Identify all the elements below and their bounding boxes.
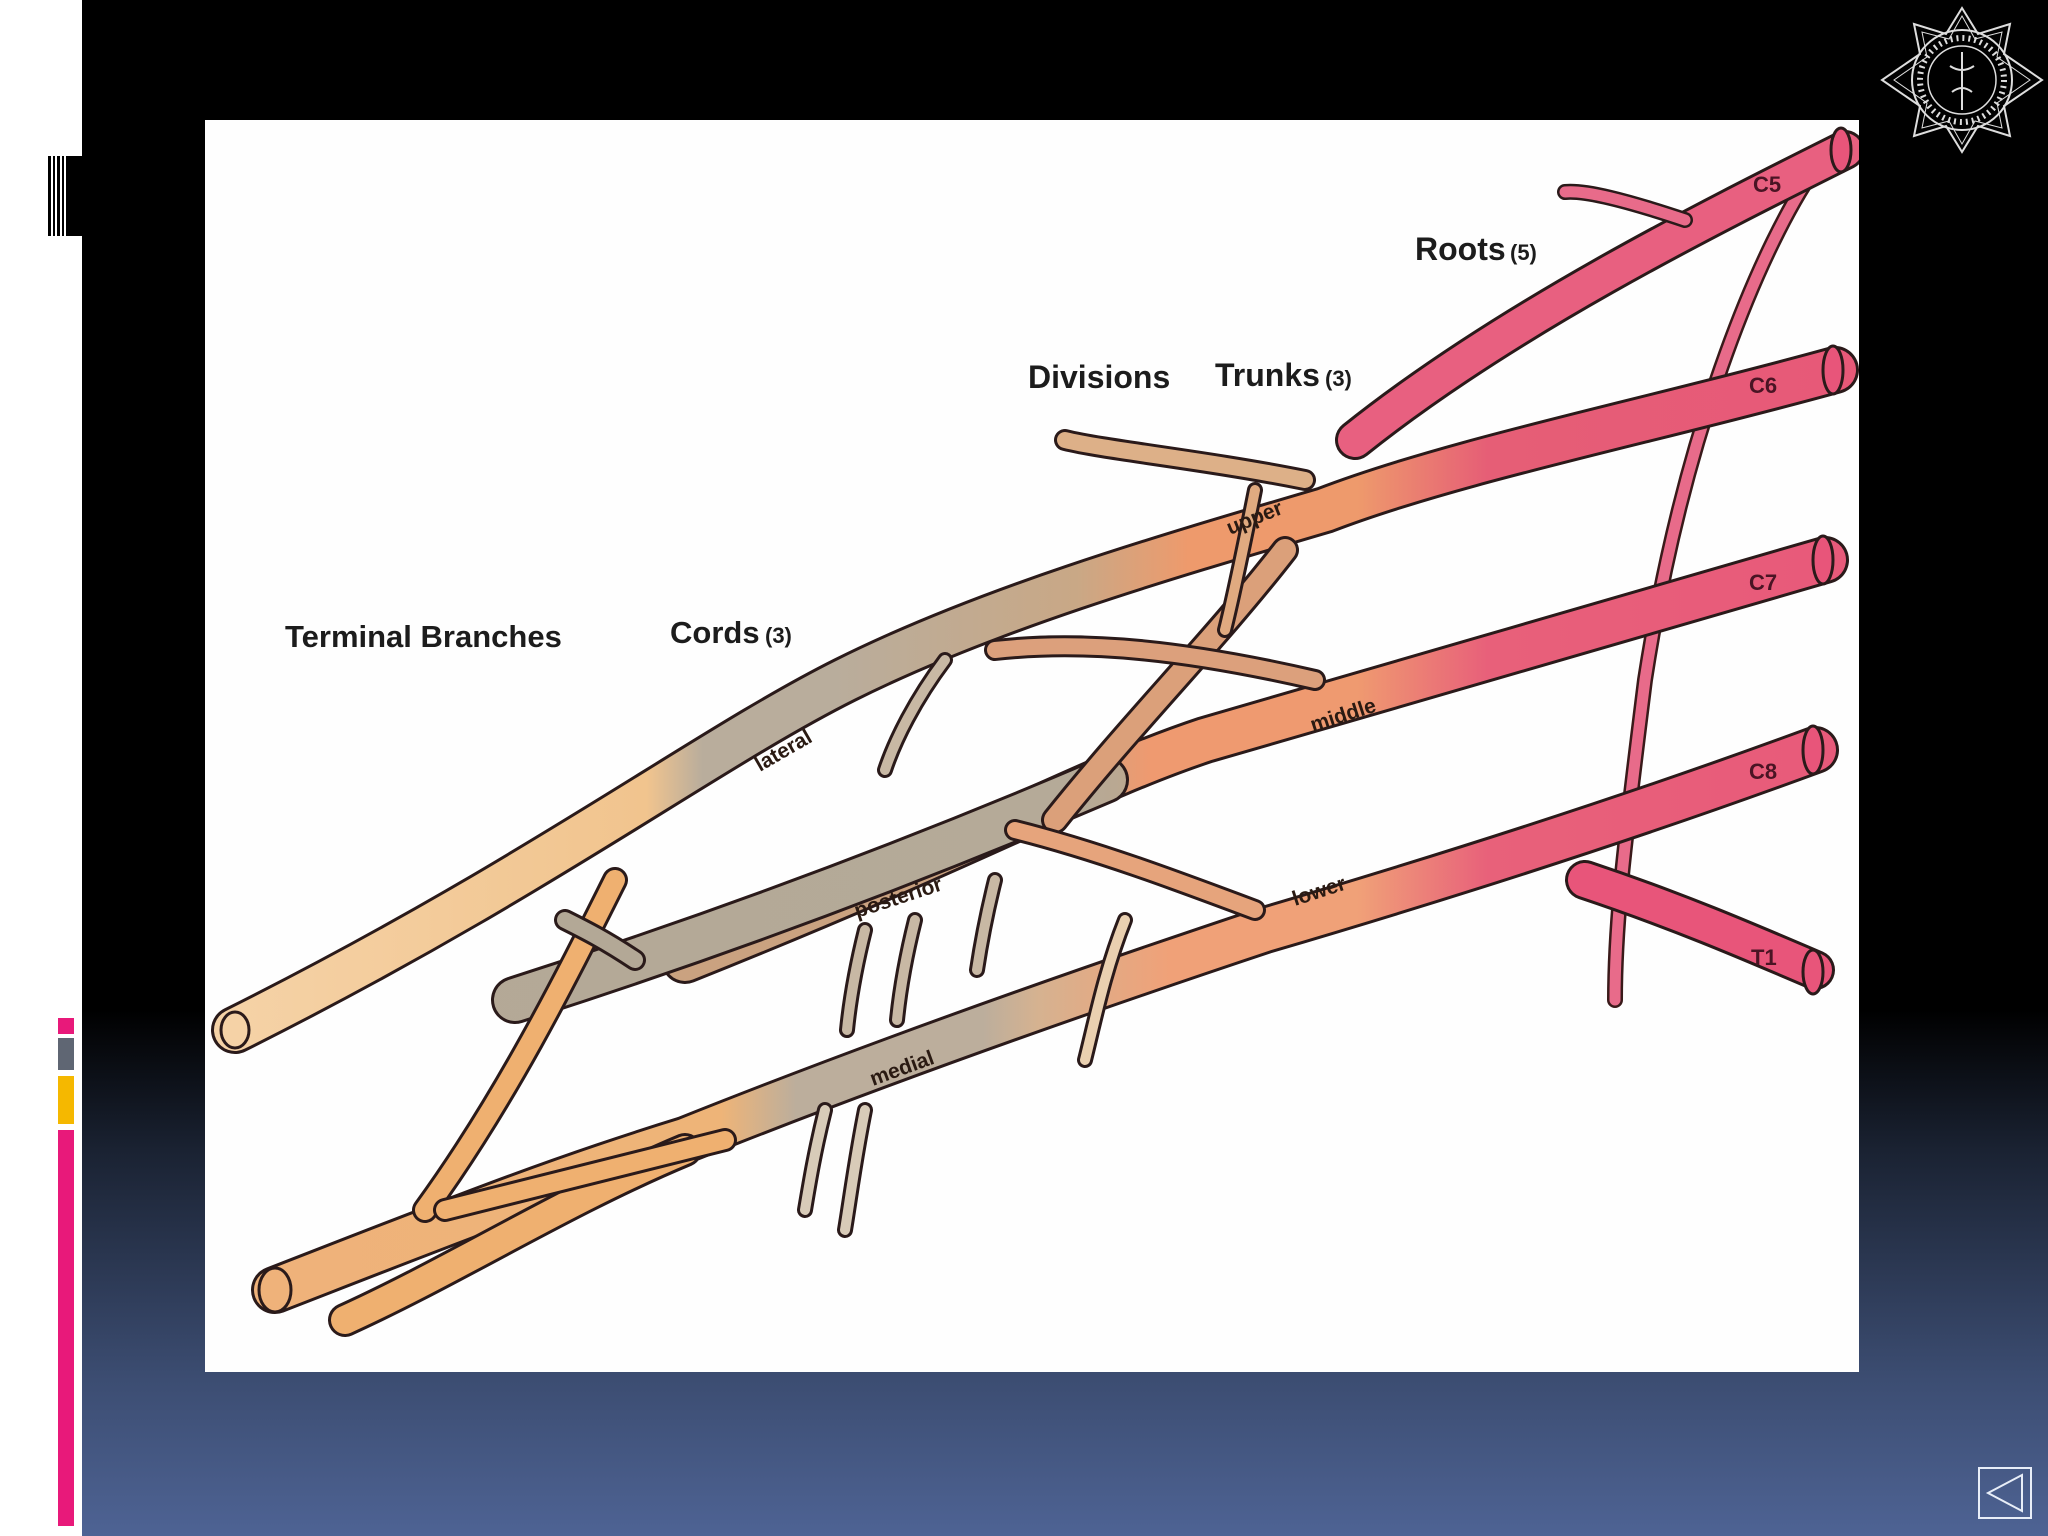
back-navigation-button[interactable] xyxy=(1978,1467,2032,1519)
root-end xyxy=(1821,344,1845,396)
stripe xyxy=(57,156,60,236)
stripe xyxy=(66,156,82,236)
seal-logo-icon xyxy=(1878,6,2046,154)
heading-cords: Cords xyxy=(670,615,760,650)
root-end xyxy=(1801,724,1825,776)
root-end xyxy=(1801,948,1825,996)
heading-trunks: Trunks xyxy=(1215,357,1320,393)
heading-terminal-branches: Terminal Branches xyxy=(285,619,562,654)
nerve-ends xyxy=(219,126,1853,1314)
root-label-t1: T1 xyxy=(1751,945,1777,970)
root-label-c7: C7 xyxy=(1749,570,1777,595)
heading-roots-count: (5) xyxy=(1510,240,1537,265)
left-sidebar xyxy=(0,0,82,1536)
stripe xyxy=(48,156,51,236)
root-label-c8: C8 xyxy=(1749,759,1777,784)
heading-cords-count: (3) xyxy=(765,623,792,648)
heading-roots: Roots xyxy=(1415,231,1506,267)
root-end xyxy=(1811,534,1835,586)
accent-gray-bar xyxy=(58,1038,74,1070)
root-label-c5: C5 xyxy=(1753,172,1781,197)
stripe xyxy=(53,156,55,236)
accent-pink-bar xyxy=(58,1018,74,1034)
decorative-stripes xyxy=(48,156,82,236)
brachial-plexus-diagram: Terminal Branches Cords (3) Divisions Tr… xyxy=(205,120,1859,1372)
branch-end xyxy=(219,1010,251,1050)
accent-yellow-bar xyxy=(58,1076,74,1124)
accent-pink-long-bar xyxy=(58,1130,74,1526)
stripe xyxy=(62,156,64,236)
heading-trunks-count: (3) xyxy=(1325,366,1352,391)
plexus-svg: Terminal Branches Cords (3) Divisions Tr… xyxy=(211,126,1859,1337)
branch-end xyxy=(257,1266,293,1314)
nerve-trunks xyxy=(211,130,1859,1337)
root-label-c6: C6 xyxy=(1749,373,1777,398)
back-triangle-icon xyxy=(1985,1473,2023,1513)
heading-divisions: Divisions xyxy=(1028,359,1170,395)
root-end xyxy=(1829,126,1853,174)
